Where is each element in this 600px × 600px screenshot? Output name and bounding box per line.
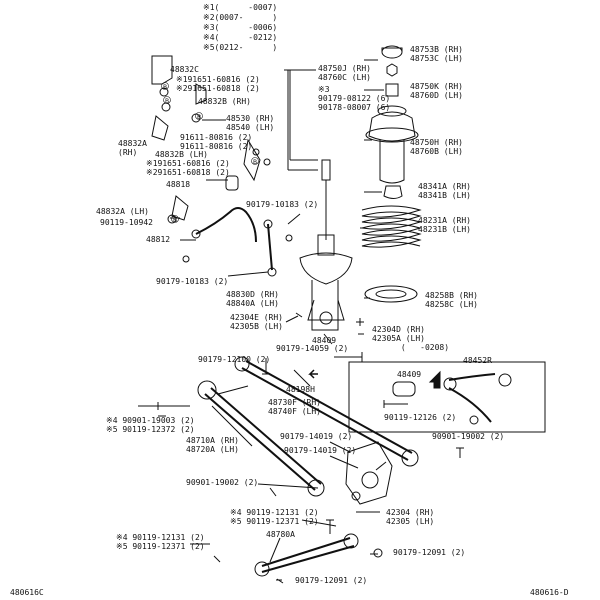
callout-48818: 48818 bbox=[166, 180, 191, 189]
callout-48832b-lh: 48832B (LH) bbox=[155, 150, 208, 159]
callout-48832b-rh: 48832B (RH) bbox=[198, 97, 251, 106]
illustration-code-left: 480616C bbox=[10, 588, 44, 597]
callout-48409: 48409 bbox=[312, 336, 337, 345]
callout-48832c: 48832C bbox=[170, 65, 199, 74]
callout-48812: 48812 bbox=[146, 235, 171, 244]
callout-48710a: 48710A (RH) 48720A (LH) bbox=[186, 436, 239, 454]
callout-91651-b: ※191651-60816 (2) ※291651-60818 (2) bbox=[146, 159, 230, 177]
legend-range-2: (0007- ) bbox=[214, 13, 278, 22]
callout-90179-14019-b: 90179-14019 (2) bbox=[284, 446, 357, 455]
callout-90119-12126: 90119-12126 (2) bbox=[384, 413, 457, 422]
callout-48452r: 48452R bbox=[463, 356, 492, 365]
callout-48753: 48753B (RH) 48753C (LH) bbox=[410, 45, 463, 63]
callout-48832a-rh: 48832A (RH) bbox=[118, 139, 147, 157]
callout-90119-12131: ※4 90119-12131 (2) ※5 90119-12371 (2) bbox=[230, 508, 319, 526]
callout-48780a: 48780A bbox=[266, 530, 295, 539]
callout-42304e: 42304E (RH) 42305B (LH) bbox=[230, 313, 283, 331]
callout-48198h: 48198H bbox=[286, 385, 315, 394]
legend-range-5: (0212- ) bbox=[214, 43, 278, 52]
legend-mark-2: ※2 bbox=[203, 13, 215, 22]
illustration-code-right: 480616-D bbox=[530, 588, 569, 597]
svg-text:B: B bbox=[197, 114, 201, 121]
callout-90119-12131-b: ※4 90119-12131 (2) ※5 90119-12371 (2) bbox=[116, 533, 205, 551]
callout-90179-10183-a: 90179-10183 (2) bbox=[246, 200, 319, 209]
callout-48750h: 48750H (RH) 48760B (LH) bbox=[410, 138, 463, 156]
callout-42304d: 42304D (RH) 42305A (LH) ( -0208) bbox=[372, 325, 450, 352]
svg-text:B: B bbox=[173, 217, 177, 224]
legend-range-1: ( -0007) bbox=[214, 3, 278, 12]
callout-48231: 48231A (RH) 48231B (LH) bbox=[418, 216, 471, 234]
callout-90179-10183-b: 90179-10183 (2) bbox=[156, 277, 229, 286]
callout-90179-14059: 90179-14059 (2) bbox=[276, 344, 349, 353]
legend-range-4: ( -0212) bbox=[214, 33, 278, 42]
callout-90179-14019-a: 90179-14019 (2) bbox=[280, 432, 353, 441]
legend-row-3: ※3( -0006) bbox=[203, 23, 277, 32]
callout-48730f: 48730F (RH) 48740F (LH) bbox=[268, 398, 321, 416]
callout-90901-19002: 90901-19002 (2) bbox=[186, 478, 259, 487]
svg-text:B: B bbox=[165, 98, 169, 105]
callout-90901-19003: ※4 90901-19003 (2) ※5 90119-12372 (2) bbox=[106, 416, 195, 434]
legend-mark-1: ※1 bbox=[203, 3, 215, 12]
legend-row-5: ※5(0212- ) bbox=[203, 43, 277, 52]
callout-48832a-lh: 48832A (LH) bbox=[96, 207, 149, 216]
callout-48830d: 48830D (RH) 48840A (LH) bbox=[226, 290, 279, 308]
callout-90179-12091-b: 90179-12091 (2) bbox=[295, 576, 368, 585]
callout-48530: 48530 (RH) 48540 (LH) bbox=[226, 114, 275, 132]
legend-row-4: ※4( -0212) bbox=[203, 33, 277, 42]
callout-91611: 91611-80816 (2) 91611-80816 (2) bbox=[180, 133, 253, 151]
legend-row-2: ※2(0007- ) bbox=[203, 13, 277, 22]
callout-48341: 48341A (RH) 48341B (LH) bbox=[418, 182, 471, 200]
legend-mark-3: ※3 bbox=[203, 23, 215, 32]
legend-mark-4: ※4 bbox=[203, 33, 215, 42]
callout-42304: 42304 (RH) 42305 (LH) bbox=[386, 508, 435, 526]
legend-range-3: ( -0006) bbox=[214, 23, 278, 32]
callout-48750k: 48750K (RH) 48760D (LH) bbox=[410, 82, 463, 100]
callout-48409-inset: 48409 bbox=[397, 370, 422, 379]
legend-mark-5: ※5 bbox=[203, 43, 215, 52]
callout-90119-10942: 90119-10942 bbox=[100, 218, 153, 227]
svg-text:B: B bbox=[163, 84, 167, 91]
callout-90179-12091-a: 90179-12091 (2) bbox=[393, 548, 466, 557]
callout-90901-19002-inset: 90901-19002 (2) bbox=[432, 432, 505, 441]
callout-48258: 48258B (RH) 48258C (LH) bbox=[425, 291, 478, 309]
callout-90179-08122: ※3 90179-08122 (6) 90178-08007 (6) bbox=[318, 85, 391, 112]
legend-row-1: ※1( -0007) bbox=[203, 3, 277, 12]
callout-90179-12100: 90179-12100 (2) bbox=[198, 355, 271, 364]
callout-91651-a: ※191651-60816 (2) ※291651-60818 (2) bbox=[176, 75, 260, 93]
svg-text:B: B bbox=[253, 159, 257, 166]
callout-48750j: 48750J (RH) 48760C (LH) bbox=[318, 64, 371, 82]
